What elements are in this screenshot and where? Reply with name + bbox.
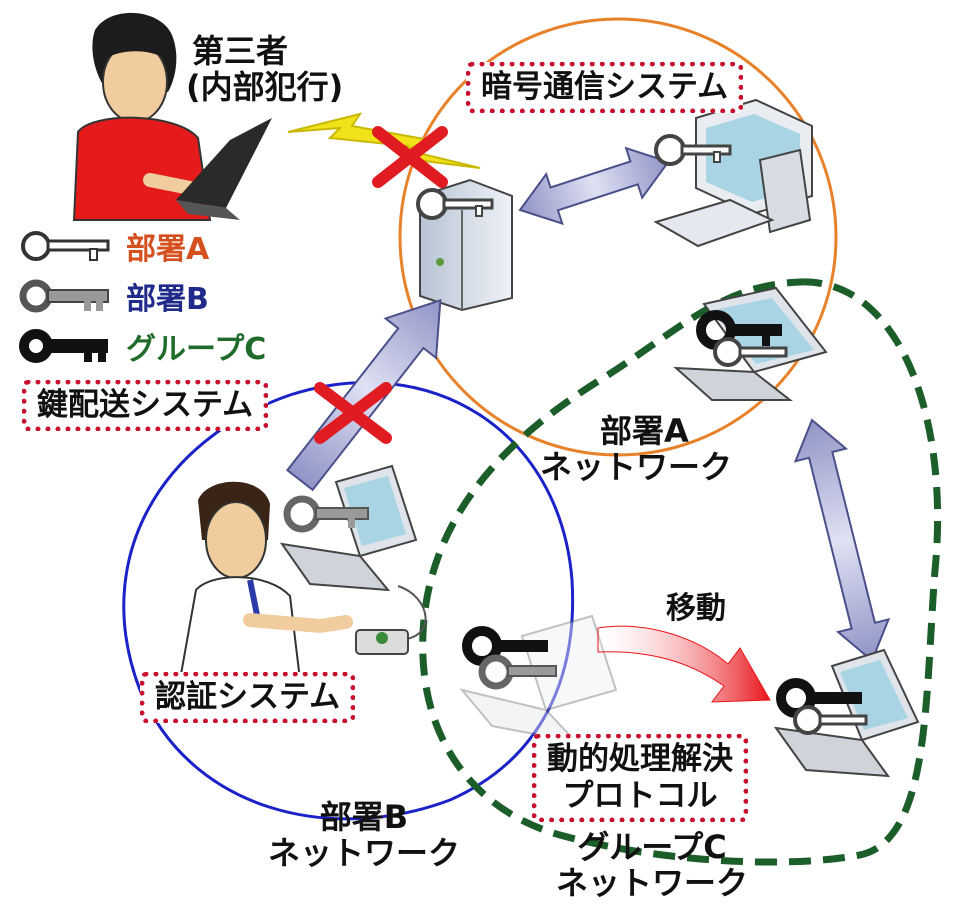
key-delivery-arrow (285, 298, 442, 492)
gray-key-icon (19, 279, 109, 313)
network-c-outline (419, 278, 942, 866)
third-party-line2: (内部犯行) (186, 67, 344, 106)
auth-system-label: 認証システム (140, 672, 356, 724)
network-c-line1: グループC (577, 828, 727, 866)
network-c-line2: ネットワーク (556, 863, 749, 902)
laptop-a-icon (673, 286, 828, 401)
white-key-icon (21, 231, 110, 261)
legend-item-group-c: グループC (18, 326, 267, 367)
key-white-moving-laptop-icon (793, 705, 868, 735)
network-a-circle (398, 17, 838, 457)
move-label: 移動 (666, 591, 726, 626)
department-b-user-icon (178, 464, 427, 681)
key-gray-ghost-laptop-icon (478, 654, 557, 690)
network-b-line2: ネットワーク (268, 833, 461, 872)
legend-label-group-c: グループC (126, 332, 267, 367)
key-gray-user-b-icon (283, 495, 369, 533)
legend-item-dept-b: 部署B (18, 276, 209, 317)
moving-laptop-ghost-icon (459, 614, 618, 744)
protocol-line2: プロトコル (562, 778, 718, 815)
network-c-label: グループC ネットワーク (556, 828, 749, 902)
protocol-line1: 動的処理解決 (547, 741, 733, 777)
blocked-x-icon-1 (372, 126, 448, 188)
key-white-desktop-icon (654, 134, 732, 166)
moving-laptop-icon (773, 648, 920, 778)
protocol-label: 動的処理解決 プロトコル (532, 734, 748, 823)
third-party-line1: 第三者 (192, 32, 289, 70)
legend-item-dept-a: 部署A (18, 226, 210, 267)
move-arrow (597, 625, 771, 703)
network-b-line1: 部署B (319, 798, 409, 836)
network-link-arrow (793, 418, 891, 663)
network-a-line2: ネットワーク (540, 447, 733, 486)
key-delivery-system-label: 鍵配送システム (22, 380, 269, 432)
blocked-x-icon-2 (314, 382, 392, 444)
network-b-circle (122, 381, 575, 821)
key-black-ghost-laptop-icon (462, 626, 548, 666)
desktop-pc-icon (653, 98, 813, 248)
network-b-label: 部署B ネットワーク (268, 798, 461, 872)
network-a-label: 部署A ネットワーク (540, 412, 733, 486)
crypto-link-arrow (518, 146, 670, 226)
black-key-icon (19, 329, 108, 363)
crypto-system-label: 暗号通信システム (466, 62, 744, 114)
network-a-line1: 部署A (600, 412, 689, 450)
third-party-label: 第三者 (内部犯行) (186, 32, 344, 106)
legend-label-dept-a: 部署A (126, 232, 210, 267)
key-white-server-icon (416, 188, 494, 220)
third-party-person-icon (72, 12, 272, 221)
legend-label-dept-b: 部署B (126, 282, 209, 317)
key-white-laptop-a-icon (713, 337, 788, 367)
